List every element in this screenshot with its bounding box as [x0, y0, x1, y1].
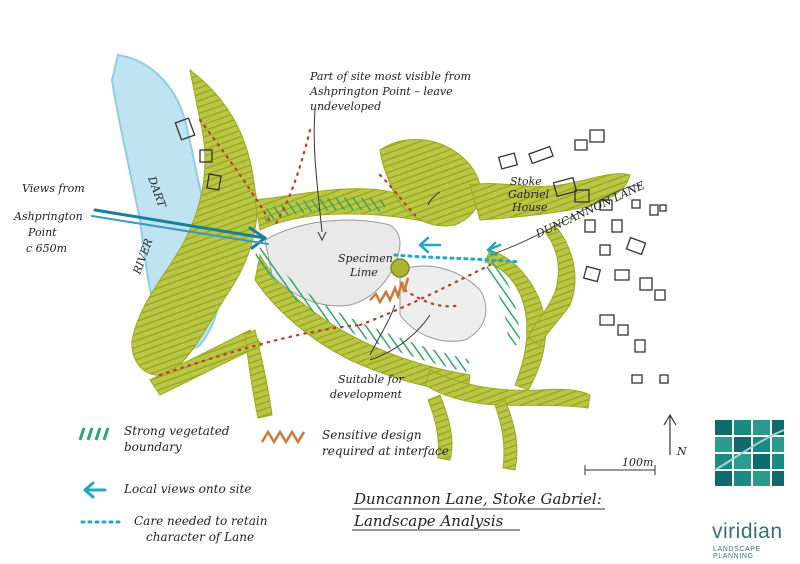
views-from-ashprington-arrow: [91, 208, 269, 250]
north-arrow: [663, 413, 677, 455]
local-view-arrow: [418, 236, 502, 257]
title-underline: [352, 508, 605, 531]
legend-zigzag-label-1: Sensitive design: [322, 428, 422, 442]
visible-note-line3: undeveloped: [310, 100, 381, 113]
legend-zigzag-swatch: [260, 429, 306, 445]
legend-hatch-label-2: boundary: [124, 440, 182, 454]
legend-swatches: [78, 427, 306, 524]
viridian-logo-name: viridian: [712, 520, 783, 543]
views-label-line2: Ashprington: [13, 210, 83, 223]
legend-dots-label-1: Care needed to retain: [134, 514, 268, 528]
veg-northeast-lane: [527, 224, 576, 346]
scale-label: 100m: [622, 456, 653, 469]
lane-character-dotted-lines: [158, 118, 492, 377]
specimen-label-line2: Lime: [349, 266, 378, 279]
specimen-lime-tree: [390, 258, 410, 278]
veg-south-spur: [244, 329, 273, 419]
suitable-label-line2: development: [330, 388, 402, 401]
legend-hatch-swatch: [78, 427, 110, 441]
existing-buildings: [174, 117, 669, 384]
stoke-label-line2: Gabriel: [508, 188, 550, 201]
veg-south-fingers: [427, 394, 518, 471]
scale-bar: [584, 465, 656, 475]
legend-dots-label-2: character of Lane: [146, 530, 255, 544]
views-label-line3: Point: [27, 226, 57, 239]
stoke-label-line3: House: [511, 201, 548, 214]
duncannon-lane: [489, 184, 641, 256]
veg-northeast-trees: [469, 173, 631, 221]
plan-title-line2: Landscape Analysis: [354, 512, 504, 530]
viridian-logo-tagline: LANDSCAPE PLANNING: [713, 546, 761, 560]
veg-southeast-spur: [424, 369, 591, 409]
legend-hatch-label-1: Strong vegetated: [124, 424, 230, 438]
views-label-line1: Views from: [22, 182, 85, 195]
views-label-line4: c 650m: [26, 242, 67, 255]
specimen-label-line1: Specimen: [338, 252, 393, 265]
viridian-logo-mark: [714, 420, 785, 486]
sensitive-interface-zigzag: [369, 277, 410, 305]
veg-southwest-belt: [149, 329, 263, 396]
annotation-leader-lines: [313, 109, 441, 361]
suitable-label-line1: Suitable for: [338, 373, 404, 386]
legend-arrow-label: Local views onto site: [124, 482, 252, 496]
strong-vegetated-boundary: [255, 197, 520, 372]
legend-zigzag-label-2: required at interface: [322, 444, 449, 458]
vegetation-areas: [131, 68, 631, 471]
visible-note-line2: Ashprington Point – leave: [309, 85, 453, 98]
legend-arrow-icon: [83, 481, 107, 499]
site-area-east: [399, 265, 487, 342]
stoke-label-line1: Stoke: [510, 175, 542, 188]
north-label: N: [676, 445, 687, 458]
plan-title-line1: Duncannon Lane, Stoke Gabriel:: [354, 490, 602, 508]
veg-east-hedge: [484, 249, 547, 391]
visible-note-line1: Part of site most visible from: [309, 70, 471, 83]
lane-dotted-line: [393, 253, 522, 264]
